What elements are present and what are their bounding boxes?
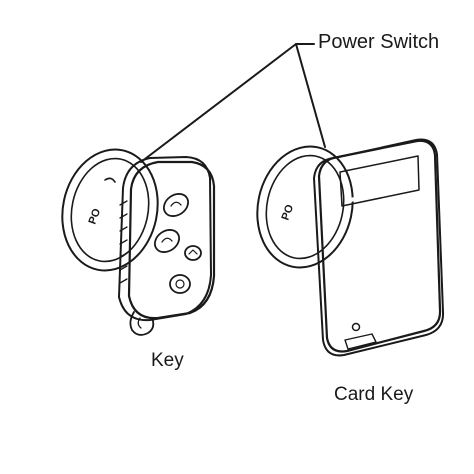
power-switch-left-rim [61, 148, 159, 272]
power-switch-left-symbol [104, 177, 116, 183]
card-key-edge [313, 138, 445, 357]
power-switch-left-marking: PO [87, 207, 104, 226]
callout-leader [140, 43, 326, 163]
power-switch-right-marking: PO [280, 203, 297, 222]
card-key-bottom-shade [344, 333, 377, 350]
caption-card-key: Card Key [334, 384, 414, 405]
lock-button [163, 193, 189, 217]
unlock-button [154, 229, 180, 253]
card-key-face [317, 139, 442, 353]
power-switch-right-face [265, 154, 345, 260]
card-key-print-panel [339, 155, 420, 207]
key-fob [118, 156, 216, 336]
power-switch-right: PO [256, 145, 354, 269]
trunk-icon [188, 249, 198, 255]
leader-line-card-switch [295, 43, 326, 148]
caption-key: Key [151, 350, 184, 371]
trunk-button [184, 245, 202, 261]
key-fob-ridges [119, 200, 128, 284]
power-switch-left-face [70, 157, 150, 263]
lock-icon [170, 201, 182, 207]
power-switch-right-rim [256, 145, 354, 269]
key-fob-ring-loop [129, 311, 155, 336]
unlock-icon [161, 237, 173, 243]
key-fob-front-shell [127, 160, 216, 320]
key-fob-ring-hole [137, 317, 142, 329]
panic-icon [175, 279, 185, 289]
panic-button [169, 274, 191, 294]
card-key-indicator [351, 322, 361, 332]
key-fob-back-shell [118, 156, 212, 322]
leader-line-key-switch [140, 43, 315, 163]
card-key-print-highlight [349, 186, 411, 202]
power-switch-left: PO [61, 148, 159, 272]
card-key [313, 138, 445, 357]
callout-label-power-switch: Power Switch [318, 31, 440, 53]
key-fob-buttons [154, 193, 202, 294]
